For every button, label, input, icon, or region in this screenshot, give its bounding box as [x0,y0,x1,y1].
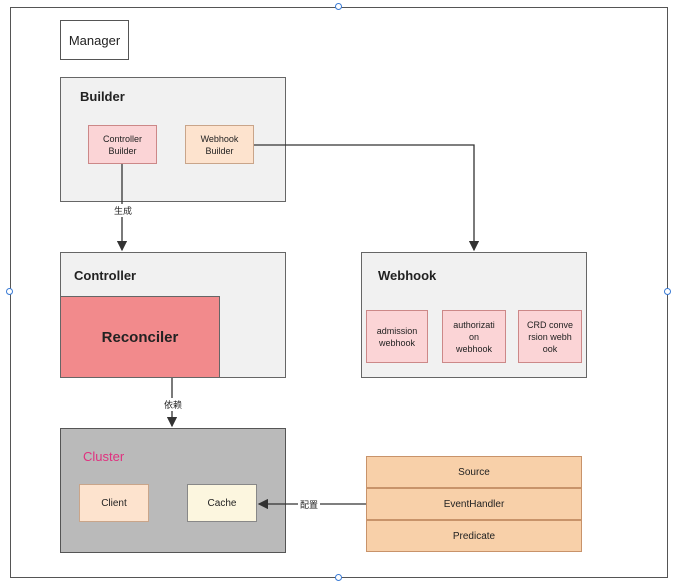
webhook-label: Webhook [378,268,437,283]
configure-edge-label: 配置 [298,498,321,511]
controller-label: Controller [74,268,137,283]
reconciler-label: Reconciler [101,328,179,346]
resize-handle-top[interactable] [335,3,342,10]
manager-label: Manager [68,32,121,48]
controller-builder-label: Controller Builder [102,133,142,156]
webhook-item[interactable]: authorizati on webhook [442,310,506,363]
webhook-builder-box[interactable]: Webhook Builder [185,125,254,164]
event-handler-label: EventHandler [443,498,505,510]
webhook-item-label: CRD conve rsion webh ook [526,319,573,354]
event-handler-box[interactable]: EventHandler [366,488,582,520]
cache-label: Cache [207,497,237,509]
webhook-item-label: admission webhook [376,325,418,348]
webhook-builder-arrow [254,144,480,252]
predicate-label: Predicate [452,530,496,542]
predicate-box[interactable]: Predicate [366,520,582,552]
builder-label: Builder [80,89,125,104]
source-box[interactable]: Source [366,456,582,488]
client-label: Client [101,497,127,509]
depend-edge-label: 依赖 [162,398,185,411]
webhook-item-label: authorizati on webhook [453,319,495,354]
client-box[interactable]: Client [79,484,149,522]
reconciler-box[interactable]: Reconciler [60,296,220,378]
resize-handle-right[interactable] [664,288,671,295]
resize-handle-bottom[interactable] [335,574,342,581]
resize-handle-left[interactable] [6,288,13,295]
cache-box[interactable]: Cache [187,484,257,522]
webhook-builder-label: Webhook Builder [200,133,239,156]
generate-edge-label: 生成 [112,204,135,217]
manager-box[interactable]: Manager [60,20,129,60]
webhook-item[interactable]: admission webhook [366,310,428,363]
controller-builder-box[interactable]: Controller Builder [88,125,157,164]
source-label: Source [458,466,490,478]
cluster-label: Cluster [83,449,125,464]
webhook-item[interactable]: CRD conve rsion webh ook [518,310,582,363]
